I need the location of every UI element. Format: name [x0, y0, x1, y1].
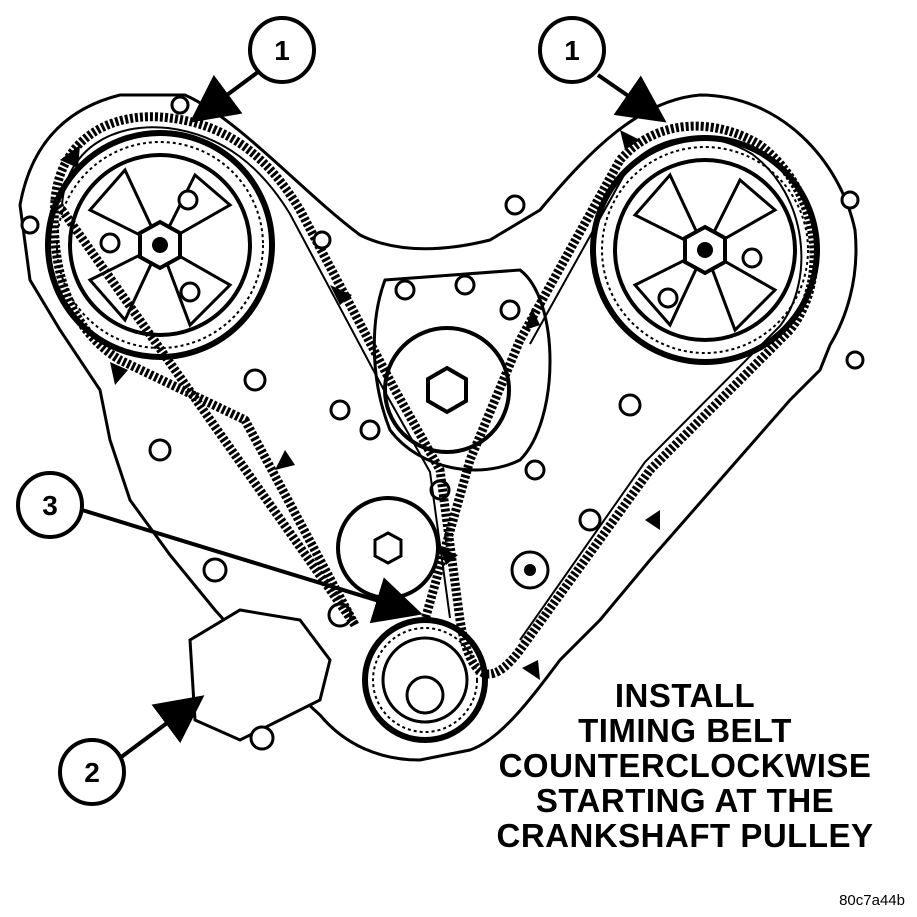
instruction-line: TIMING BELT: [578, 712, 792, 749]
belt-tensioner: [510, 550, 550, 590]
callout-1-right: 1: [538, 16, 667, 123]
figure-id: 80c7a44b: [839, 892, 905, 909]
callout-number: 3: [42, 490, 58, 521]
callout-number: 1: [274, 35, 290, 66]
oil-pump-housing: [188, 557, 353, 751]
callout-number: 2: [84, 757, 100, 788]
crankshaft-sprocket: [362, 617, 488, 743]
instruction-line: CRANKSHAFT PULLEY: [496, 817, 874, 854]
callout-number: 1: [564, 35, 580, 66]
timing-cover-outline: [18, 93, 858, 762]
cover-bolts: [20, 95, 865, 532]
install-instruction: INSTALL TIMING BELT COUNTERCLOCKWISE STA…: [455, 678, 915, 853]
callout-2: 2: [58, 695, 205, 806]
timing-belt: [49, 112, 819, 679]
instruction-line: STARTING AT THE: [535, 782, 835, 819]
belt-direction-arrows: [60, 130, 660, 680]
right-camshaft-sprocket: [590, 135, 820, 365]
callout-3: 3: [16, 471, 423, 624]
instruction-line: INSTALL: [614, 677, 756, 714]
idler-pulley: [336, 496, 440, 600]
instruction-line: COUNTERCLOCKWISE: [498, 747, 872, 784]
callout-1-left: 1: [189, 16, 316, 123]
